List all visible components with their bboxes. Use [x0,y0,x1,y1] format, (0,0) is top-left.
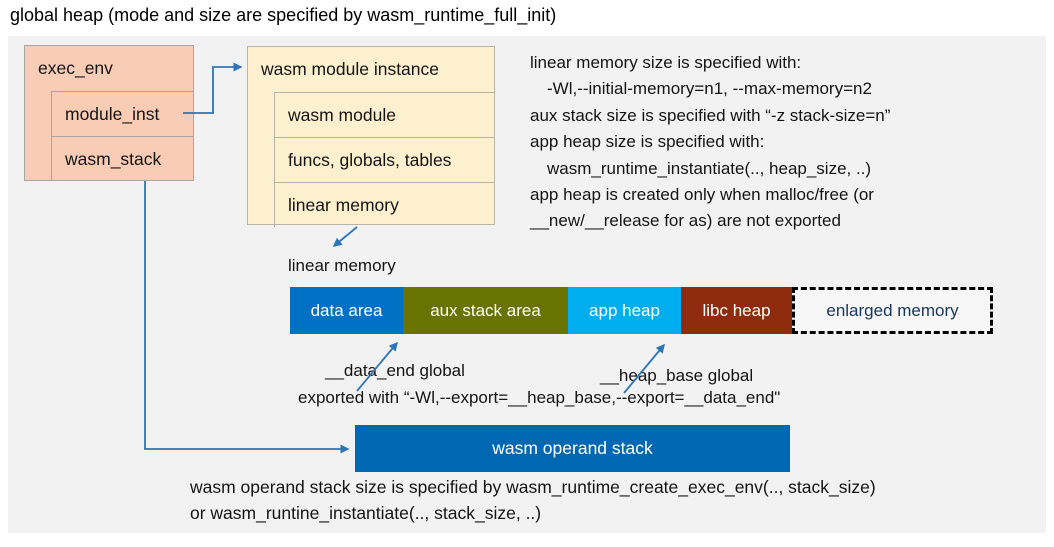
heap-base-global-label: __heap_base global [600,366,754,385]
module-instance-title: wasm module instance [261,59,439,79]
linear-memory-bar: data area aux stack area app heap libc h… [290,287,993,334]
module-instance-box: wasm module instance wasm module funcs, … [247,46,495,227]
segment-enlarged-memory: enlarged memory [792,287,993,334]
note-app-heap-created-2: __new/__release for as) are not exported [530,211,841,231]
instance-row-funcs-globals-tables: funcs, globals, tables [274,137,494,182]
segment-aux-stack-area: aux stack area [403,287,568,334]
wasm-operand-stack-bar: wasm operand stack [355,425,790,472]
segment-data-area: data area [290,287,403,334]
diagram-title: global heap (mode and size are specified… [10,5,557,25]
operand-stack-note-2: or wasm_runtine_instantiate(.., stack_si… [190,503,542,523]
exec-env-title: exec_env [38,58,113,78]
note-app-heap-size: app heap size is specified with: [530,132,765,152]
note-instantiate-call: wasm_runtime_instantiate(.., heap_size, … [547,158,872,178]
note-linear-memory-size: linear memory size is specified with: [530,53,802,72]
note-aux-stack-size: aux stack size is specified with “-z sta… [530,105,891,125]
exec-env-row-wasm-stack: wasm_stack [51,136,193,181]
segment-app-heap: app heap [568,287,681,334]
operand-stack-note-1: wasm operand stack size is specified by … [190,477,876,497]
size-notes: linear memory size is specified with: -W… [530,50,1042,235]
instance-row-linear-memory: linear memory [274,182,494,227]
export-flags-label: exported with “-Wl,--export=__heap_base,… [298,388,781,407]
linear-memory-label: linear memory [288,256,396,275]
exec-env-row-module-inst: module_inst [51,91,193,136]
instance-row-wasm-module: wasm module [274,92,494,137]
segment-libc-heap: libc heap [681,287,792,334]
data-end-global-label: __data_end global [325,361,465,380]
exec-env-box: exec_env module_inst wasm_stack [24,45,194,181]
note-linker-flags: -Wl,--initial-memory=n1, --max-memory=n2 [547,79,872,99]
note-app-heap-created-1: app heap is created only when malloc/fre… [530,185,874,205]
